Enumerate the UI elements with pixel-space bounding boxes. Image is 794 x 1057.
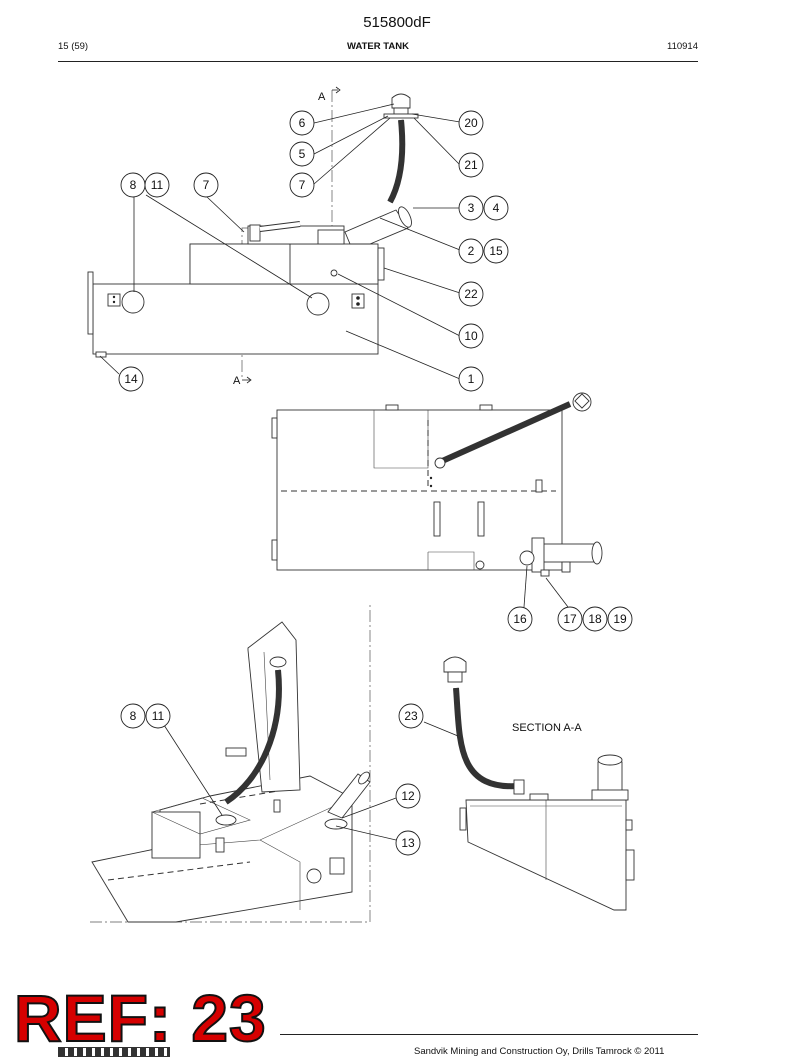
svg-text:10: 10: [464, 329, 478, 343]
callout-20: 20: [458, 110, 484, 136]
outlet-pipe: [539, 543, 595, 563]
tank-plan-view: [271, 392, 603, 577]
callout-3: 3: [458, 195, 484, 221]
callout-6: 6: [289, 110, 315, 136]
header-row: 15 (59) WATER TANK 110914: [58, 41, 698, 55]
svg-text:7: 7: [203, 178, 210, 192]
tank-side-view: A A: [87, 86, 419, 387]
section-title: SECTION A-A: [512, 722, 582, 734]
svg-text:23: 23: [404, 709, 418, 723]
leader-lines: [99, 103, 461, 380]
svg-text:11: 11: [151, 178, 164, 192]
revision-code: 110914: [667, 41, 698, 52]
leader-lines: [523, 565, 569, 608]
callout-17: 17: [557, 606, 583, 632]
callout-21: 21: [458, 152, 484, 178]
section-mark-bottom: A: [233, 375, 241, 387]
svg-text:8: 8: [130, 709, 137, 723]
section-hose: [453, 687, 519, 790]
callout-1: 1: [458, 366, 484, 392]
svg-text:17: 17: [563, 612, 577, 626]
svg-text:6: 6: [299, 116, 306, 130]
svg-text:8: 8: [130, 178, 137, 192]
callout-13: 13: [395, 830, 421, 856]
callout-23: 23: [398, 703, 424, 729]
callout-5: 5: [289, 141, 315, 167]
inspection-cover: [121, 290, 145, 314]
svg-text:2: 2: [468, 244, 475, 258]
footer-copyright: Sandvik Mining and Construction Oy, Dril…: [414, 1046, 665, 1057]
section-view: SECTION A-A: [443, 656, 635, 911]
callout-8: 8: [120, 172, 146, 198]
svg-text:4: 4: [493, 201, 500, 215]
svg-text:3: 3: [468, 201, 475, 215]
tank-isometric-view: [90, 605, 371, 923]
document-code: 515800dF: [363, 14, 431, 31]
svg-text:20: 20: [464, 116, 478, 130]
svg-text:5: 5: [299, 147, 306, 161]
vent-hose: [387, 119, 406, 204]
svg-text:22: 22: [464, 287, 478, 301]
page-number: 15 (59): [58, 41, 89, 52]
svg-text:21: 21: [464, 158, 478, 172]
svg-text:19: 19: [613, 612, 627, 626]
callout-19: 19: [607, 606, 633, 632]
callout-18: 18: [582, 606, 608, 632]
svg-text:12: 12: [401, 789, 415, 803]
section-mark-top: A: [318, 91, 326, 103]
callout-10: 10: [458, 323, 484, 349]
leader-lines: [423, 721, 459, 737]
callout-8: 8: [120, 703, 146, 729]
svg-text:15: 15: [489, 244, 503, 258]
svg-text:13: 13: [401, 836, 415, 850]
inspection-cover: [306, 292, 330, 316]
svg-text:7: 7: [299, 178, 306, 192]
svg-text:1: 1: [468, 372, 475, 386]
callout-22: 22: [458, 281, 484, 307]
svg-text:18: 18: [588, 612, 602, 626]
footer-divider: [280, 1034, 698, 1035]
callout-2: 2: [458, 238, 484, 264]
breather-cap: [391, 93, 411, 109]
callout-14: 14: [118, 366, 144, 392]
svg-text:14: 14: [124, 372, 138, 386]
callout-11: 11: [144, 172, 170, 198]
callout-11: 11: [145, 703, 171, 729]
callout-16: 16: [507, 606, 533, 632]
callout-7: 7: [193, 172, 219, 198]
svg-text:11: 11: [152, 709, 165, 723]
tank-outline: [276, 409, 563, 571]
reference-stamp: REF: 23: [13, 981, 267, 1055]
page-title: WATER TANK: [347, 41, 409, 52]
callout-4: 4: [483, 195, 509, 221]
leader-lines: [163, 724, 397, 841]
header-divider: [58, 61, 698, 62]
callout-12: 12: [395, 783, 421, 809]
callout-7: 7: [289, 172, 315, 198]
svg-text:16: 16: [513, 612, 527, 626]
callout-15: 15: [483, 238, 509, 264]
